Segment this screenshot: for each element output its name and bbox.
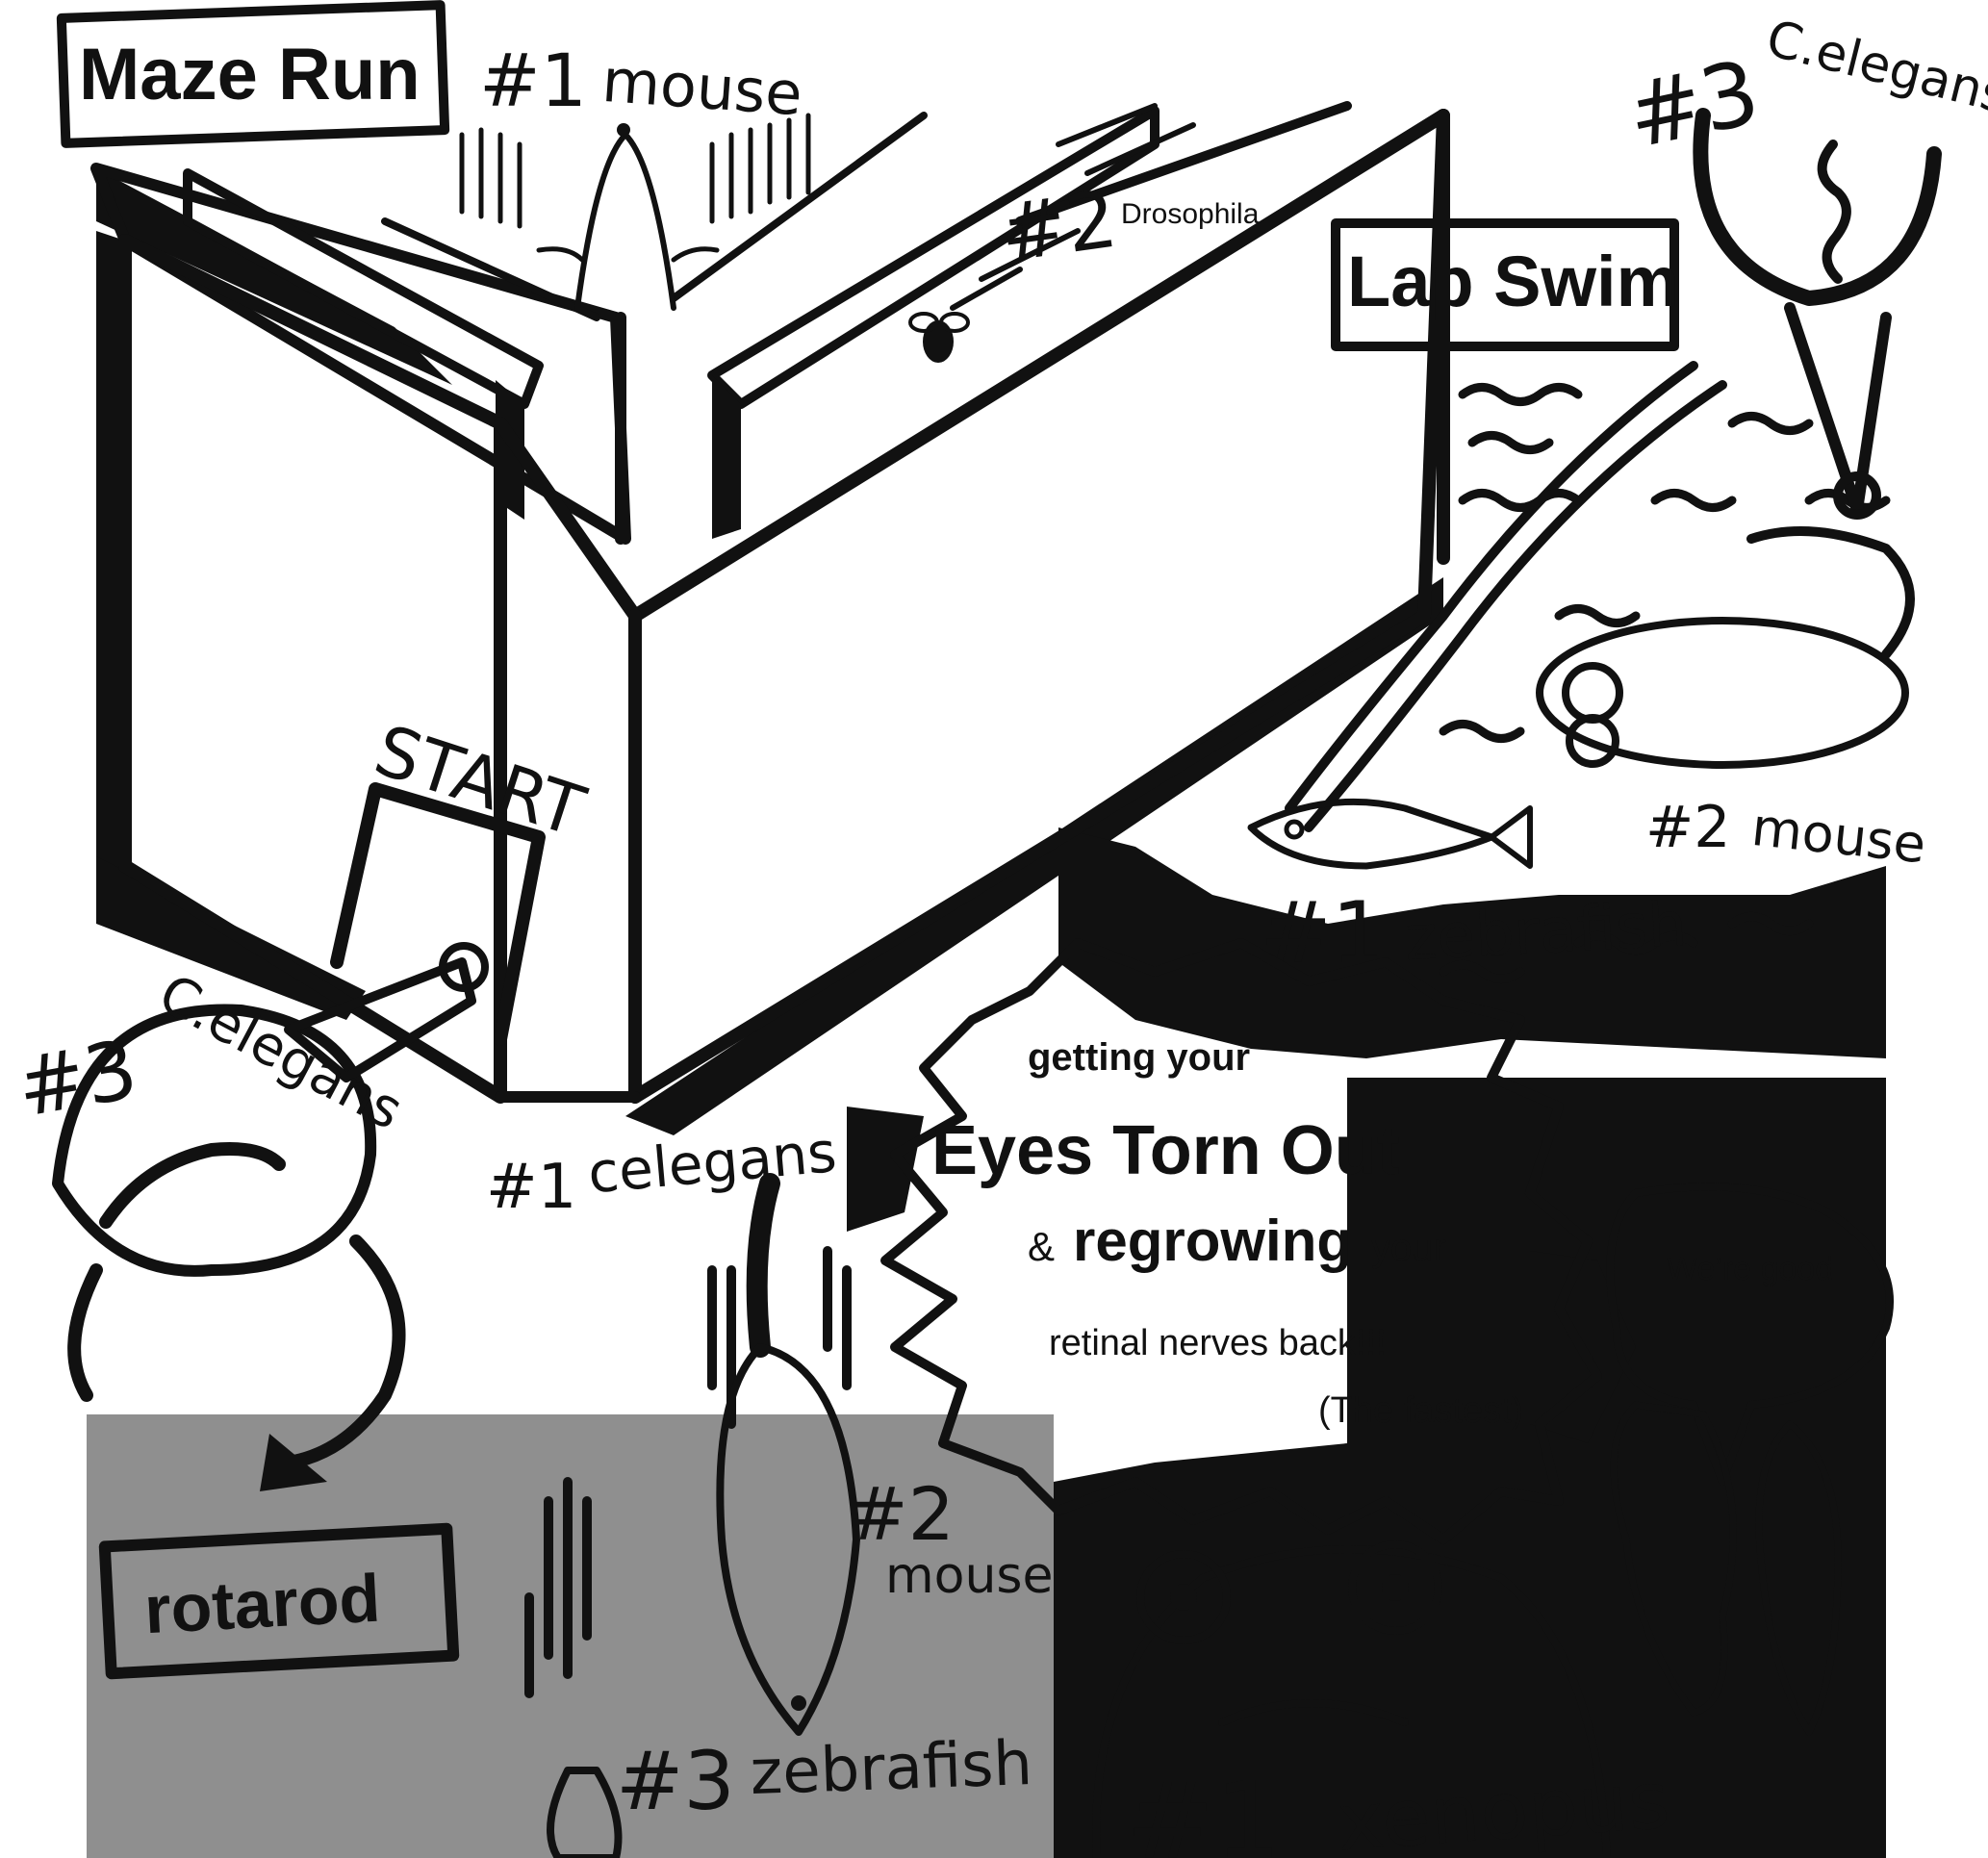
eyes-regrowing: regrowing [1073, 1209, 1352, 1273]
swim-rank2-number: #2 [1645, 794, 1730, 861]
maze-rank3-number: #3 [11, 1022, 144, 1135]
xenopus-rank-number: #1 [1126, 1759, 1282, 1858]
mouse-icon [459, 113, 811, 311]
maze-rank2-name: Drosophila [1121, 198, 1260, 230]
rotarod-rank2-number: #2 [847, 1471, 955, 1557]
fish-icon [547, 1767, 623, 1858]
lap-swim-sign: Lap Swim [1331, 218, 1679, 351]
swim-rank3-name: C.elegans [1761, 10, 1988, 125]
maze [90, 101, 1450, 1104]
swim-pool [1285, 109, 1891, 983]
axolotl-icon [1755, 1420, 1842, 1736]
eyes-your: your [1371, 1227, 1446, 1269]
burst-shadow [847, 1107, 924, 1232]
rat-icon [1536, 526, 1915, 769]
speech-text: We’re good [1667, 1251, 1833, 1287]
falling-lines [524, 1246, 852, 1698]
swim-rank1-name: zebrafish [1403, 889, 1689, 975]
eyes-amp: & [1028, 1224, 1055, 1269]
frog-icon [1092, 1540, 1611, 1858]
maze-rank1-number: #1 [479, 38, 587, 123]
maze-run-sign: Maze Run [56, 0, 450, 148]
rotarod-rank1-number: #1 [486, 1152, 576, 1223]
fish-icon [1247, 798, 1533, 870]
swim-rank3-number: #3 [1618, 40, 1768, 168]
maze-celegans-bubble: #3 C.elegans [11, 942, 489, 1277]
eyes-line1: getting your [1028, 1036, 1250, 1079]
eyes-title: Eyes Torn Out [931, 1112, 1400, 1189]
rotarod-rank3-number: #3 [616, 1734, 735, 1828]
rotarod-rank1-name: celegans [585, 1119, 839, 1206]
frog-dark-area [1054, 1078, 1886, 1858]
rotarod-rank3-name: zebrafish [749, 1728, 1033, 1809]
maze-left-wall [96, 168, 452, 385]
pool-dark-area [1058, 827, 1886, 1058]
eyes-line4: retinal nerves back!!! [1049, 1323, 1387, 1363]
rat-icon [1610, 1401, 1737, 1717]
mouse-icon [716, 1173, 860, 1736]
lap-swim-label: Lap Swim [1347, 242, 1679, 321]
rotarod-label: rotarod [142, 1561, 382, 1648]
worm-icon [1817, 140, 1851, 284]
fly-icon [908, 312, 970, 363]
eyes-line5: (The fastest) [1318, 1390, 1523, 1431]
start-label: START [366, 709, 595, 853]
maze-rank1-name: mouse [599, 45, 804, 129]
arrow-head [260, 1434, 327, 1491]
maze-left-shadow [96, 231, 125, 895]
rotarod-sign: rotarod [98, 1522, 460, 1680]
maze-rank2-number: #2 [995, 174, 1123, 281]
speech-bubble: We’re good [1606, 1183, 1894, 1486]
rotarod-rank2-name: mouse [885, 1547, 1054, 1605]
maze-run-label: Maze Run [79, 34, 421, 115]
swim-rank2-name: mouse [1748, 797, 1928, 876]
arrow-to-rotarod [67, 1234, 406, 1469]
eyes-burst [880, 938, 1602, 1544]
worm-icon [99, 1142, 286, 1229]
